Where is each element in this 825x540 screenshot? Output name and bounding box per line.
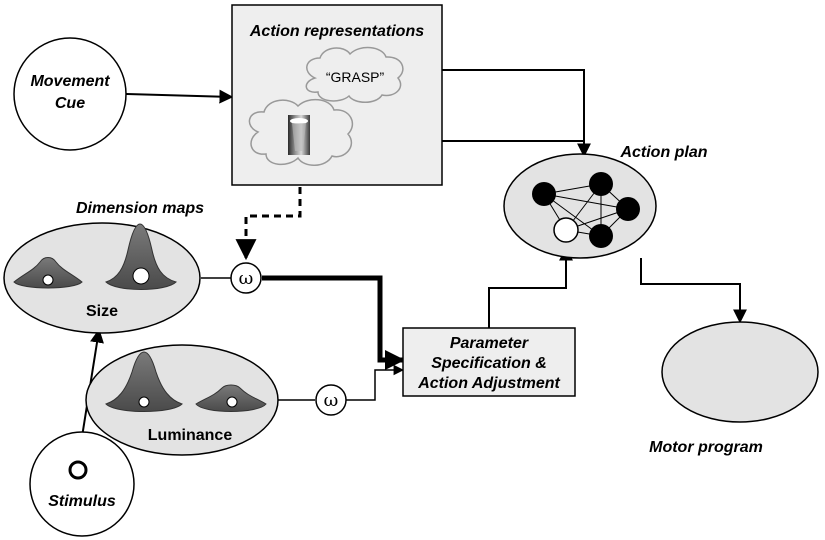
arrow-omega-to-parameter (346, 364, 405, 401)
dashed-arrow-cloud-to-omega (235, 175, 302, 261)
luminance-label: Luminance (148, 427, 233, 444)
parameter-label-3: Action Adjustment (417, 375, 560, 392)
action-plan-node: Action plan (503, 144, 708, 259)
thick-arrow-omega-to-parameter (262, 275, 405, 370)
movement-cue-label-1: Movement (30, 73, 110, 90)
activation-peak-small-luminance-icon (195, 384, 267, 412)
luminance-map-node: Luminance (85, 344, 279, 456)
parameter-label-2: Specification & (431, 355, 547, 372)
omega-luminance-node: ω (315, 384, 347, 416)
size-label: Size (86, 303, 118, 320)
omega-size-node: ω (230, 262, 262, 294)
parameter-label-1: Parameter (450, 335, 529, 352)
stimulus-node: Stimulus (29, 431, 135, 537)
arrow-grasp-to-action-plan (410, 69, 591, 158)
network-node-black-4 (589, 224, 613, 248)
arrow-action-plan-to-motor-program (640, 258, 747, 324)
motor-program-label: Motor program (649, 439, 763, 456)
motor-program-node: Motor program (649, 321, 819, 456)
stimulus-label: Stimulus (48, 493, 116, 510)
activation-peak-large-luminance-icon (105, 351, 183, 412)
network-node-black-1 (532, 182, 556, 206)
action-representations-title: Action representations (249, 23, 424, 40)
glass-cloud-icon (248, 98, 354, 166)
stimulus-dot (68, 460, 88, 480)
action-representations-panel: Action representations “GRASP” (231, 4, 443, 186)
grasp-label: “GRASP” (326, 69, 385, 85)
network-node-black-2 (589, 172, 613, 196)
omega-luminance-label: ω (324, 390, 339, 411)
network-node-black-3 (616, 197, 640, 221)
activation-peak-small-icon (13, 257, 83, 289)
dimension-maps-label: Dimension maps (76, 200, 204, 217)
grasp-cloud-icon: “GRASP” (305, 46, 404, 103)
movement-cue-label-2: Cue (55, 95, 85, 112)
movement-cue-node: Movement Cue (13, 37, 127, 151)
network-node-white (553, 217, 579, 243)
parameter-specification-box: Parameter Specification & Action Adjustm… (402, 327, 576, 397)
glass-image-icon (288, 115, 310, 155)
action-plan-label: Action plan (619, 144, 707, 161)
size-map-node: Size (3, 222, 201, 334)
arrow-parameter-to-action-plan (488, 246, 573, 328)
activation-peak-large-icon (105, 223, 177, 290)
omega-size-label: ω (239, 268, 254, 289)
arrow-cue-to-action-representations (125, 89, 234, 104)
